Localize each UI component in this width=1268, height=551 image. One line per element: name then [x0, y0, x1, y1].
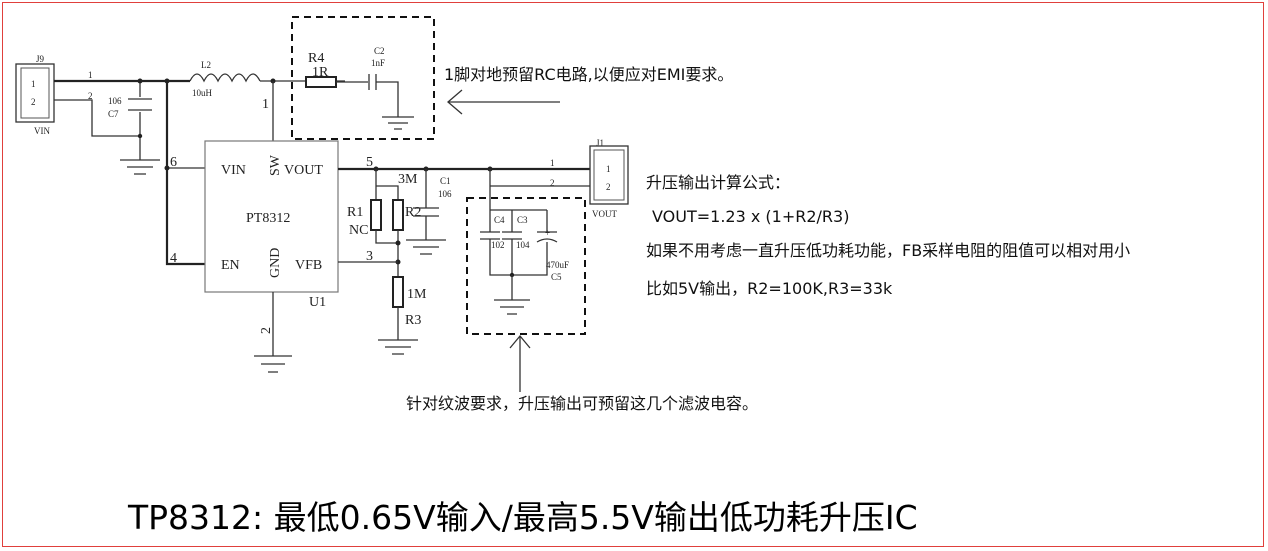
connector-j9: J9 1 2 VIN [15, 54, 55, 136]
ground-symbol [406, 239, 446, 255]
ic-u1: VIN VOUT PT8312 EN VFB SW GND U1 [204, 140, 339, 310]
u1-pin-en: EN [221, 258, 240, 273]
c1-ref: C1 [440, 176, 451, 186]
u1-pin-vin: VIN [221, 163, 246, 178]
example-text: 比如5V输出，R2=100K,R3=33k [646, 279, 893, 298]
wire-vin-gnd [54, 99, 140, 137]
resistor-r1: R1 NC [347, 199, 382, 238]
c5-ref: C5 [551, 272, 562, 282]
page-title: TP8312: 最低0.65V输入/最高5.5V输出低功耗升压IC [127, 498, 918, 537]
u1-pin1: 1 [262, 97, 269, 112]
c7-value: 106 [108, 96, 122, 106]
arrow-filter-note [509, 334, 531, 392]
c4-ref: C4 [494, 215, 505, 225]
u1-pin2: 2 [259, 327, 274, 334]
c4-value: 102 [491, 240, 505, 250]
inductor-l2: L2 10uH [189, 60, 261, 98]
output-filter-box [466, 197, 586, 335]
u1-part: PT8312 [246, 211, 290, 226]
formula: VOUT=1.23 x (1+R2/R3) [652, 207, 849, 226]
filter-note: 针对纹波要求，升压输出可预留这几个滤波电容。 [406, 394, 758, 413]
r2-value: 3M [398, 172, 418, 187]
formula-title: 升压输出计算公式： [646, 173, 790, 192]
ground-symbol [254, 355, 292, 373]
u1-pin-vfb: VFB [295, 258, 322, 273]
j9-name: VIN [34, 126, 50, 136]
l2-value: 10uH [192, 88, 213, 98]
c3-value: 104 [516, 240, 530, 250]
u1-pin-sw: SW [268, 154, 283, 176]
tip-text: 如果不用考虑一直升压低功耗功能，FB采样电阻的阻值可以相对用小 [646, 241, 1130, 260]
u1-pin-gnd: GND [268, 248, 283, 278]
u1-pin-vout: VOUT [284, 163, 323, 178]
wire-en [165, 81, 205, 266]
u1-pin5: 5 [366, 155, 373, 170]
ground-symbol [120, 159, 160, 175]
ground-symbol [494, 299, 530, 315]
capacitor-c3: C3 104 [502, 215, 530, 250]
resistor-r4: R4 1R [305, 51, 337, 88]
u1-ref: U1 [309, 295, 326, 310]
resistor-r2: R2 [392, 199, 421, 231]
capacitor-c2: C2 1nF [368, 46, 385, 90]
resistor-r3: 1M R3 [392, 276, 427, 328]
j9-pin1: 1 [31, 79, 36, 89]
j9-net-pin1: 1 [88, 70, 93, 80]
capacitor-c7: 106 C7 [108, 96, 152, 119]
c5-value: 470uF [546, 260, 569, 270]
j1-ref: J1 [596, 138, 604, 148]
j9-ref: J9 [36, 54, 45, 64]
c2-value: 1nF [371, 58, 385, 68]
r2-ref: R2 [405, 205, 421, 220]
u1-pin4: 4 [170, 251, 177, 266]
j1-pin1: 1 [606, 164, 611, 174]
r1-value: NC [349, 223, 368, 238]
wire-fb-node [375, 230, 399, 277]
r3-ref: R3 [405, 313, 421, 328]
j1-net-pin1: 1 [550, 158, 555, 168]
c3-ref: C3 [517, 215, 528, 225]
capacitor-c5: + 470uF C5 [536, 228, 569, 282]
u1-pin3: 3 [366, 249, 373, 264]
ground-symbol [382, 116, 414, 130]
ground-symbol [378, 339, 418, 355]
c7-ref: C7 [108, 109, 119, 119]
arrow-rc-note [447, 89, 560, 115]
j1-pin2: 2 [606, 182, 611, 192]
rc-note: 1脚对地预留RC电路,以便应对EMI要求。 [444, 65, 733, 84]
l2-ref: L2 [201, 60, 211, 70]
capacitor-c4: C4 102 [480, 215, 505, 250]
r4-ref: R4 [308, 51, 324, 66]
c1-value: 106 [438, 189, 452, 199]
connector-j1: J1 1 2 VOUT [589, 138, 629, 219]
u1-pin6: 6 [170, 155, 177, 170]
r1-ref: R1 [347, 205, 363, 220]
j9-net-pin2: 2 [88, 91, 93, 101]
j1-net-pin2: 2 [550, 178, 555, 188]
c2-ref: C2 [374, 46, 385, 56]
j9-pin2: 2 [31, 97, 36, 107]
c5-plus: + [545, 228, 550, 238]
j1-name: VOUT [592, 209, 617, 219]
r3-value: 1M [407, 287, 427, 302]
